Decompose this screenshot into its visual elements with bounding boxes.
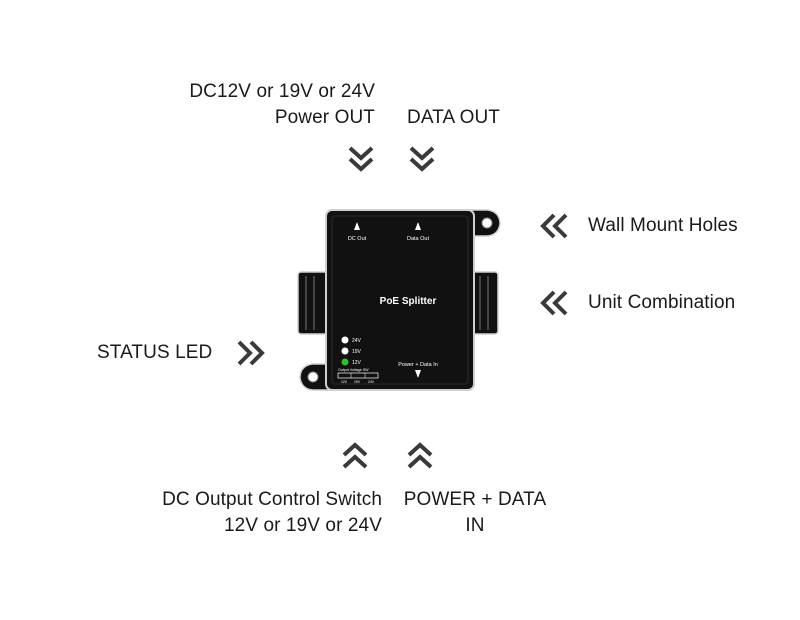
switch-pos-19v: 19V xyxy=(354,380,361,384)
power-data-in-callout: POWER + DATA IN xyxy=(400,487,550,539)
unit-combination-text: Unit Combination xyxy=(588,292,736,313)
dc-switch-voltage-text: 12V or 19V or 24V xyxy=(223,515,382,536)
led-12v-label: 12V xyxy=(352,360,362,366)
dc-out-port-label: DC Out xyxy=(348,236,367,242)
power-out-double-chevron-down-icon xyxy=(348,146,374,172)
right-combination-clip xyxy=(469,271,499,335)
device-body xyxy=(325,209,475,391)
unit-combination-callout: Unit Combination xyxy=(588,290,735,316)
status-led-panel: 24V 19V 12V xyxy=(341,336,362,366)
status-led-double-chevron-right-icon xyxy=(237,340,265,366)
led-19v-indicator xyxy=(341,347,349,355)
poe-splitter-device: DC Out Data Out PoE Splitter 24V 19V 12V… xyxy=(297,209,501,391)
switch-pos-12v: 12V xyxy=(341,380,348,384)
power-data-in-triangle-icon xyxy=(415,370,421,378)
led-24v-label: 24V xyxy=(352,338,362,344)
data-out-triangle-icon xyxy=(415,222,421,230)
status-led-callout: STATUS LED xyxy=(97,340,212,366)
switch-caption: Output Voltage SW xyxy=(338,368,369,372)
status-led-text: STATUS LED xyxy=(97,342,213,363)
dc-switch-text: DC Output Control Switch xyxy=(162,489,382,510)
wall-mount-double-chevron-left-icon xyxy=(540,213,568,239)
power-out-callout: DC12V or 19V or 24V Power OUT xyxy=(140,79,375,131)
output-voltage-switch: Output Voltage SW 12V 19V 24V xyxy=(337,368,379,384)
data-out-port-label: Data Out xyxy=(407,236,429,242)
wall-mount-text: Wall Mount Holes xyxy=(588,215,738,236)
power-data-in-double-chevron-up-icon xyxy=(407,442,433,469)
power-data-in-text: POWER + DATA xyxy=(403,489,547,510)
dc-switch-double-chevron-up-icon xyxy=(342,442,368,469)
data-out-callout: DATA OUT xyxy=(407,105,500,131)
unit-combination-double-chevron-left-icon xyxy=(540,290,568,316)
data-out-text: DATA OUT xyxy=(407,107,500,128)
power-data-in-in-text: IN xyxy=(465,515,485,536)
switch-pos-24v: 24V xyxy=(368,380,375,384)
device-title: PoE Splitter xyxy=(380,296,437,307)
dc-out-triangle-icon xyxy=(354,222,360,230)
wall-mount-callout: Wall Mount Holes xyxy=(588,213,738,239)
led-24v-indicator xyxy=(341,336,349,344)
power-out-voltage-text: DC12V or 19V or 24V xyxy=(189,81,375,102)
power-out-text: Power OUT xyxy=(274,107,375,128)
led-19v-label: 19V xyxy=(352,349,362,355)
dc-switch-callout: DC Output Control Switch 12V or 19V or 2… xyxy=(120,487,382,539)
led-12v-indicator xyxy=(341,358,349,366)
power-data-in-port-label: Power + Data In xyxy=(398,362,438,368)
data-out-double-chevron-down-icon xyxy=(409,146,435,172)
